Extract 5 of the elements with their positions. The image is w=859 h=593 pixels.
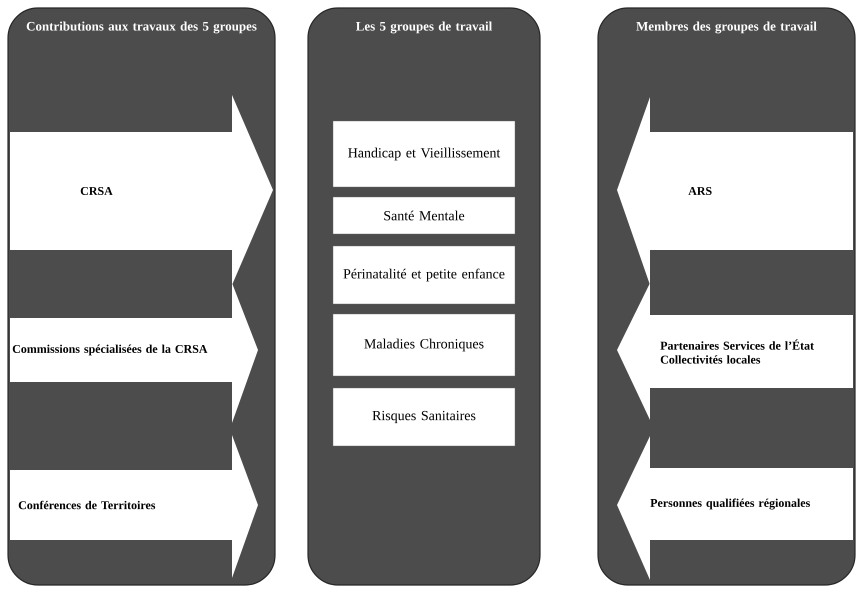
group-box: Périnatalité et petite enfance — [332, 246, 516, 304]
group-box: Risques Sanitaires — [332, 388, 516, 446]
group-box: Handicap et Vieillissement — [332, 120, 516, 188]
group-box: Santé Mentale — [332, 196, 516, 234]
group-box: Maladies Chroniques — [332, 314, 516, 376]
